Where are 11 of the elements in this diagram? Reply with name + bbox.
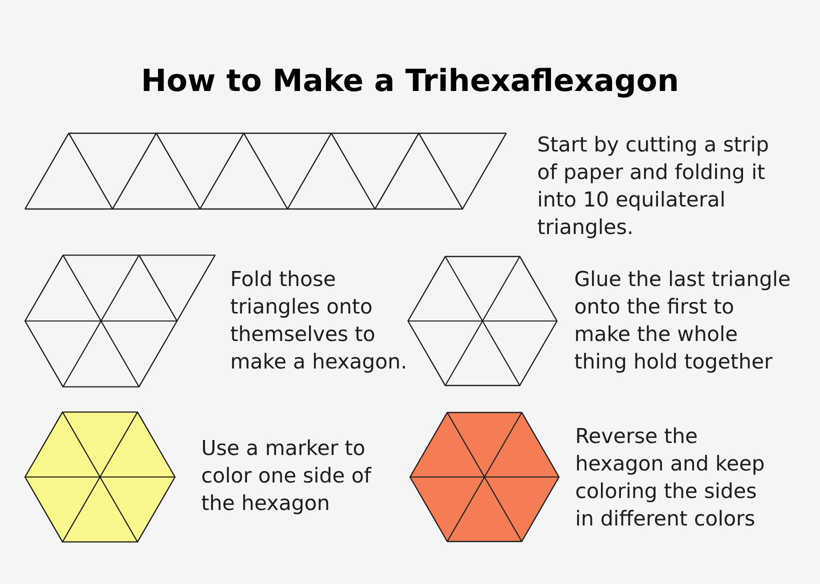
step-text: Fold those triangles onto themselves to make a hexagon. — [230, 270, 405, 373]
triangle-strip — [24, 132, 507, 210]
step-text: Use a marker to color one side of the hexagon — [202, 439, 372, 514]
hexagon-drawing — [409, 412, 560, 542]
step-text: Reverse the hexagon and keep coloring the sides in different colors — [576, 427, 764, 526]
hexagon-drawing — [24, 411, 176, 543]
title: How to Make a Trihexaflexagon — [144, 68, 677, 98]
step-text: Glue the last triangle onto the first to make the whole thing hold together — [574, 270, 790, 373]
hexagon-drawing — [24, 254, 216, 388]
step-text: Start by cutting a strip of paper and folding it into 10 equilateral triangles. — [538, 136, 768, 238]
hexagon-drawing — [407, 256, 558, 386]
